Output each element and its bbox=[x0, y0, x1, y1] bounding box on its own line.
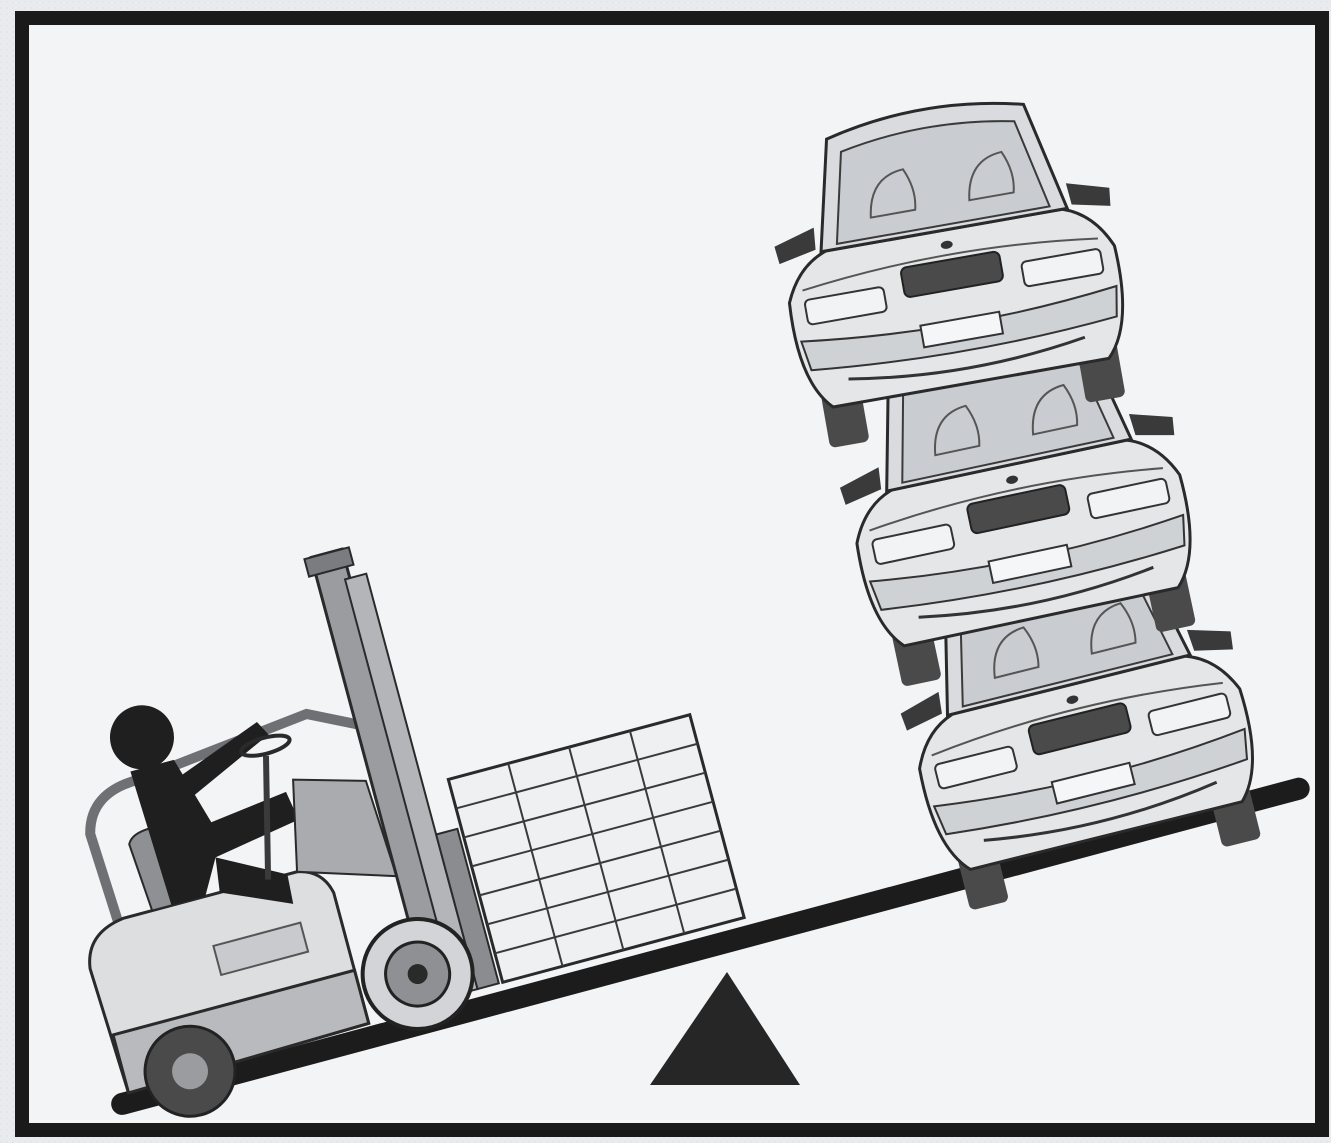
illustration-canvas bbox=[0, 0, 1331, 1143]
forklift-balance-illustration bbox=[0, 0, 1331, 1143]
